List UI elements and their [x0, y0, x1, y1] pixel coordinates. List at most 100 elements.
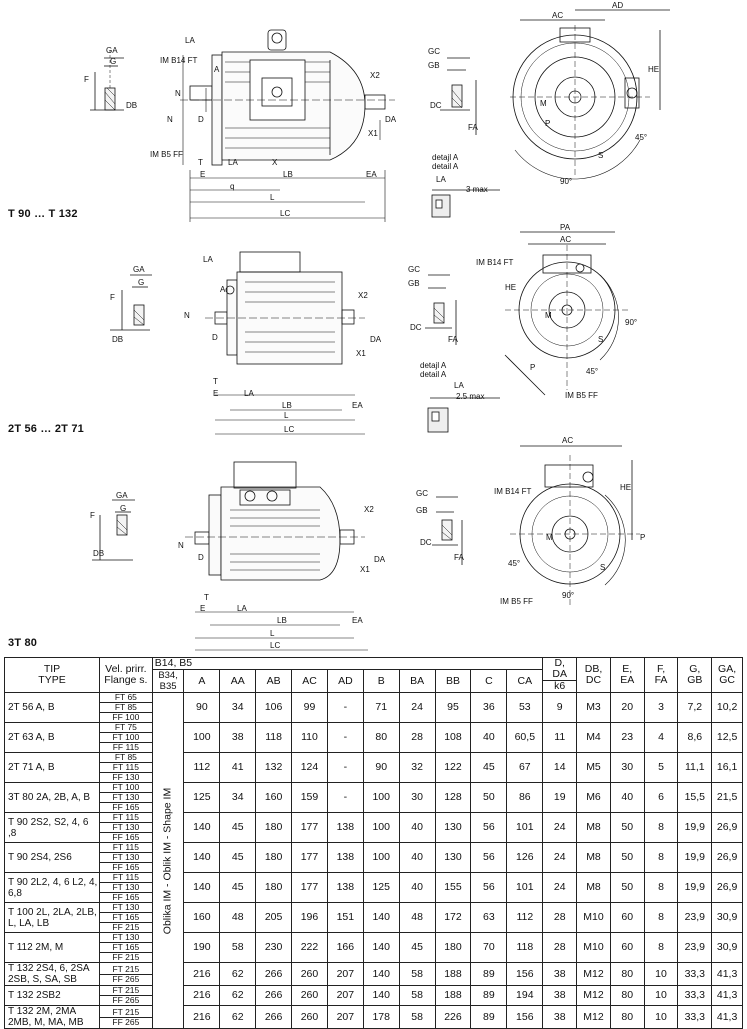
- table-cell: 16,1: [711, 752, 743, 783]
- s1-label-dc: DC: [430, 101, 442, 110]
- s1-label-s: S: [598, 151, 603, 160]
- table-cell: 101: [506, 812, 544, 843]
- flange-size: FF 265: [112, 1016, 140, 1027]
- row-type: T 90 2S2, S2, 4, 6 ,8: [4, 812, 100, 843]
- table-cell: M4: [576, 722, 611, 753]
- table-cell: -: [326, 752, 364, 783]
- table-cell: M12: [576, 962, 611, 986]
- table-cell: 260: [291, 985, 328, 1006]
- table-cell: 30: [609, 752, 645, 783]
- flange-size: FT 215: [100, 1007, 152, 1018]
- s1-label-la: LA: [228, 158, 238, 167]
- table-cell: 138: [326, 812, 364, 843]
- s1-label-x1: X1: [368, 129, 378, 138]
- flange-size: FT 130: [100, 903, 152, 913]
- header-col-c: C: [470, 669, 508, 693]
- row-type: T 132 2M, 2MA 2MB, M, MA, MB: [4, 1005, 100, 1029]
- s1-label-la-top: LA: [185, 36, 195, 45]
- header-col-ad: AD: [326, 669, 364, 693]
- row-type: 2T 63 A, B: [4, 722, 100, 753]
- s1-detail-la: LA: [436, 175, 446, 184]
- s2-label-gc: GC: [408, 265, 420, 274]
- table-cell: 58: [398, 1005, 436, 1029]
- row-type: T 132 2SB2: [4, 985, 100, 1006]
- header-f: F, FA: [643, 657, 679, 693]
- table-cell: 160: [255, 782, 293, 813]
- table-cell: 125: [362, 872, 400, 903]
- s3-label-90: 90°: [562, 591, 574, 600]
- header-g: G, GB: [677, 657, 713, 693]
- table-cell: 112: [506, 902, 544, 933]
- s3-motor-end-view: [510, 445, 640, 605]
- header-flange-1: Vel. prirr.: [105, 663, 147, 675]
- table-cell: 118: [255, 722, 293, 753]
- s1-label-lc: LC: [280, 209, 290, 218]
- table-cell: 222: [291, 932, 328, 963]
- s2-label-ea: EA: [352, 401, 363, 410]
- table-cell: 62: [219, 962, 257, 986]
- s2-label-db: DB: [112, 335, 123, 344]
- table-cell: 38: [542, 1005, 578, 1029]
- table-cell: M10: [576, 902, 611, 933]
- flange-size: FT 75: [100, 723, 152, 733]
- table-cell: 101: [506, 872, 544, 903]
- s2-detail-max: 2.5 max: [456, 392, 484, 401]
- table-cell: M10: [576, 932, 611, 963]
- s3-key-detail: [92, 499, 135, 561]
- s3-label-he: HE: [620, 483, 631, 492]
- s1-key-detail: [90, 50, 124, 111]
- table-cell: M12: [576, 1005, 611, 1029]
- table-cell: 12,5: [711, 722, 743, 753]
- s2-label-e: E: [213, 389, 218, 398]
- flange-size: FT 165: [100, 913, 152, 923]
- shape-im-column: Oblika IM - Oblik IM - Shape IM: [151, 692, 185, 1029]
- table-cell: 100: [362, 812, 400, 843]
- table-cell: 58: [398, 985, 436, 1006]
- s2-label-g: G: [138, 278, 144, 287]
- table-cell: 50: [609, 812, 645, 843]
- table-cell: 10: [643, 985, 679, 1006]
- table-cell: 15,5: [677, 782, 713, 813]
- s2-label-ga: GA: [133, 265, 145, 274]
- table-cell: 40: [398, 842, 436, 873]
- s1-dimension-lines: [182, 55, 386, 222]
- header-col-ca: CA: [506, 669, 544, 693]
- s3-label-l: L: [270, 629, 275, 638]
- table-cell: 58: [398, 962, 436, 986]
- table-cell: 48: [398, 902, 436, 933]
- table-cell: 56: [470, 842, 508, 873]
- table-cell: 180: [255, 842, 293, 873]
- s1-label-ac: AC: [552, 11, 563, 20]
- s1-detail-1: detajl A: [432, 153, 459, 162]
- s3-label-x1: X1: [360, 565, 370, 574]
- s2-label-pa: PA: [560, 223, 571, 232]
- table-cell: 188: [434, 985, 472, 1006]
- table-cell: 194: [506, 985, 544, 1006]
- header-e: E, EA: [609, 657, 645, 693]
- table-cell: 138: [326, 872, 364, 903]
- row-type: 3T 80 2A, 2B, A, B: [4, 782, 100, 813]
- table-cell: 100: [362, 842, 400, 873]
- table-cell: 166: [326, 932, 364, 963]
- section-title-2t56-2t71: 2T 56 … 2T 71: [8, 423, 84, 435]
- s3-label-fa: FA: [454, 553, 464, 562]
- header-b14: B14, B5: [151, 657, 544, 670]
- table-cell: 160: [183, 902, 221, 933]
- table-cell: 23,9: [677, 902, 713, 933]
- s1-label-lb: LB: [283, 170, 293, 179]
- header-d: D, DA k6: [542, 657, 578, 693]
- table-cell: 205: [255, 902, 293, 933]
- table-cell: 23: [609, 722, 645, 753]
- s2-label-s: S: [598, 335, 603, 344]
- s3-motor-side-view: [185, 461, 368, 651]
